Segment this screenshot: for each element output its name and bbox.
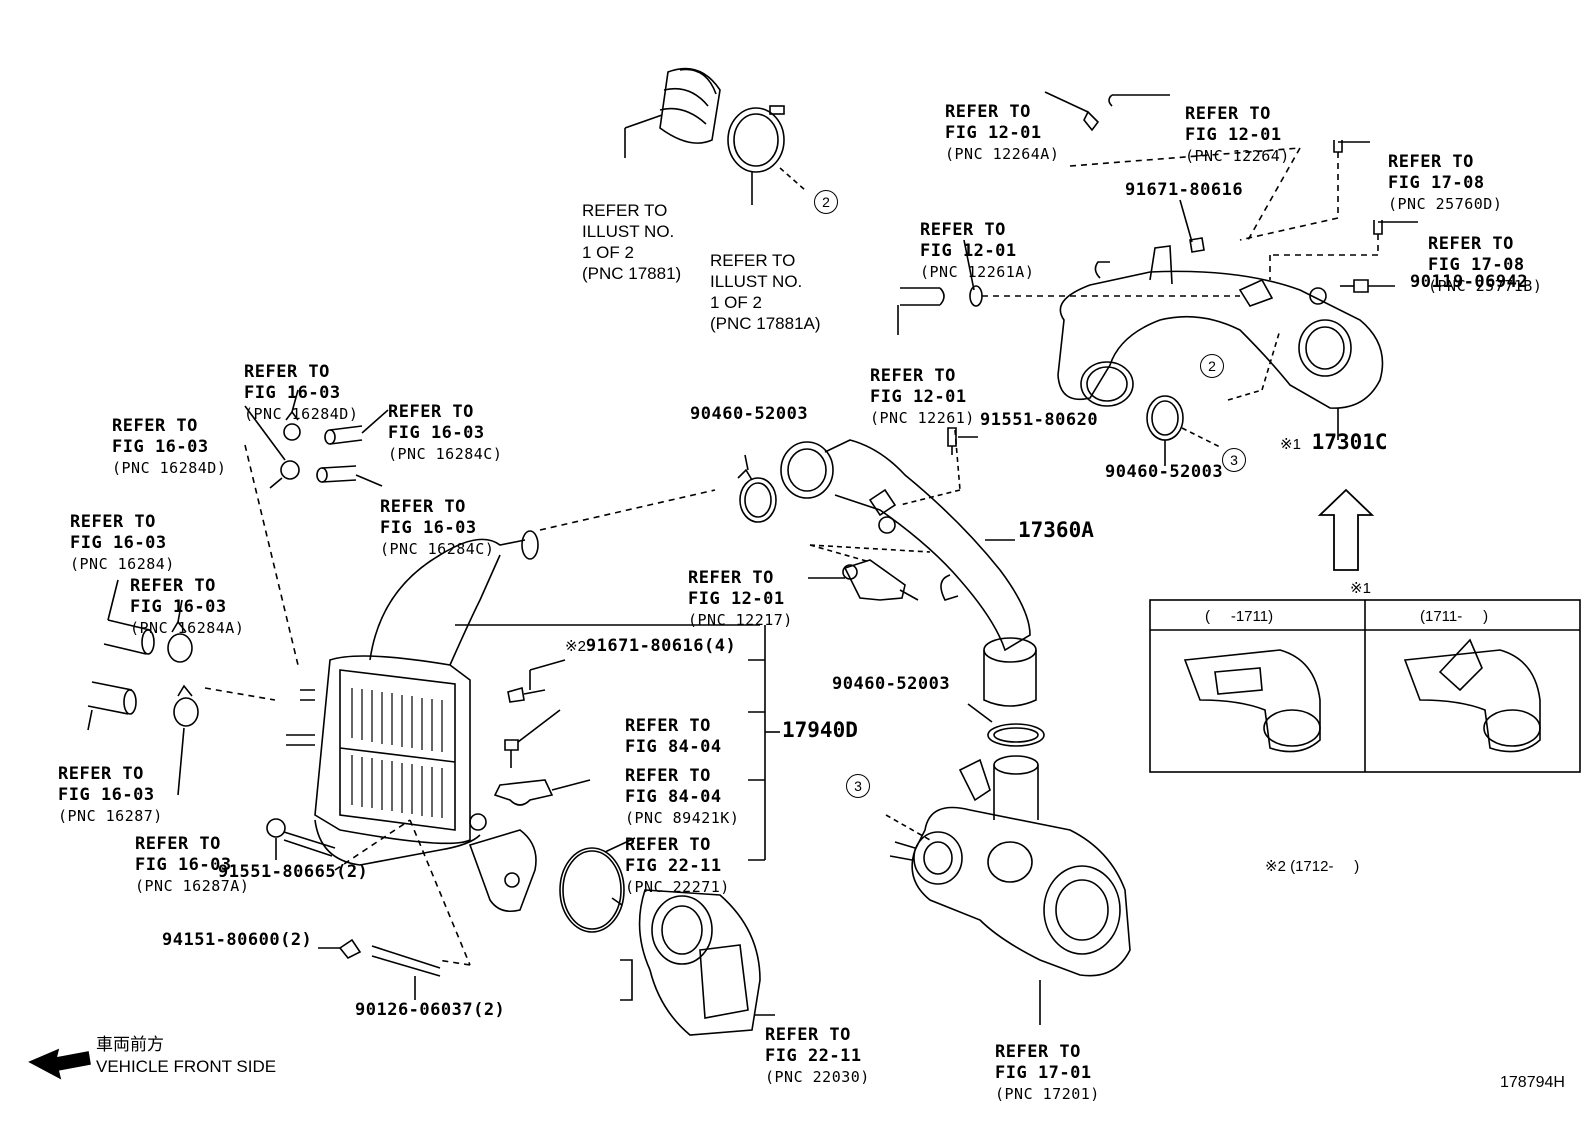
intercooler-leaders xyxy=(204,444,716,966)
label-part-90460-52003-c: 90460-52003 xyxy=(832,674,951,694)
throttle-body-drawing xyxy=(620,889,775,1036)
label-inset-col1: ( -1711) xyxy=(1205,608,1274,625)
bolts-drawing xyxy=(266,659,591,1000)
label-part-91551-80620: 91551-80620 xyxy=(980,410,1099,430)
top-right-leaders xyxy=(897,91,1418,335)
callout-2-right: 2 xyxy=(1200,354,1224,378)
callout-3-turbo: 3 xyxy=(846,774,870,798)
label-part-91671-80616-4: ※291671-80616(4) xyxy=(565,636,737,656)
label-note-2: ※2 (1712- ) xyxy=(1265,858,1360,875)
intercooler-drawing xyxy=(286,530,760,913)
label-part-17360a: 17360A xyxy=(1018,518,1094,542)
inset-box xyxy=(1149,599,1581,773)
up-arrow xyxy=(1317,488,1375,571)
label-vehicle-front-jp: 車両前方 xyxy=(96,1035,164,1054)
callout-2-top: 2 xyxy=(814,190,838,214)
label-arrow-mark: ※1 xyxy=(1350,580,1371,597)
label-part-91671-80616-top: 91671-80616 xyxy=(1125,180,1244,200)
gasket-22271-drawing xyxy=(559,837,636,933)
pipe-17360a-drawing xyxy=(744,427,1037,707)
intake-pipe-17301c-drawing xyxy=(1057,245,1384,440)
clamp-90460-left-drawing xyxy=(737,468,777,523)
label-part-90126-06037: 90126-06037(2) xyxy=(355,1000,506,1020)
label-part-94151-80600: 94151-80600(2) xyxy=(162,930,313,950)
label-vehicle-front-en: VEHICLE FRONT SIDE xyxy=(96,1057,277,1076)
turbocharger-drawing xyxy=(885,755,1131,1025)
label-part-90460-52003-a: 90460-52003 xyxy=(690,404,809,424)
parts-diagram xyxy=(28,67,1581,1080)
upper-hose-drawing xyxy=(624,67,721,158)
label-part-91551-80665: 91551-80665(2) xyxy=(218,862,369,882)
label-part-90119-06942: 90119-06942 xyxy=(1410,272,1529,292)
bracket-17940d xyxy=(748,625,780,861)
vehicle-front-arrow xyxy=(28,1048,91,1080)
label-illustration-number: 178794H xyxy=(1500,1074,1565,1091)
upper-clamp-drawing xyxy=(727,105,806,205)
label-part-90460-52003-b: 90460-52003 xyxy=(1105,462,1224,482)
callout-3-right: 3 xyxy=(1222,448,1246,472)
label-part-17301c: ※1 17301C xyxy=(1280,430,1388,454)
label-part-17940d: 17940D xyxy=(782,718,858,742)
label-inset-col2: (1711- ) xyxy=(1420,608,1489,625)
sensor-12217-drawing xyxy=(808,544,931,601)
clamp-90460-right-drawing xyxy=(1146,395,1223,466)
clamp-90460-lower-drawing xyxy=(967,703,1045,747)
left-hoses-drawing xyxy=(87,389,389,796)
